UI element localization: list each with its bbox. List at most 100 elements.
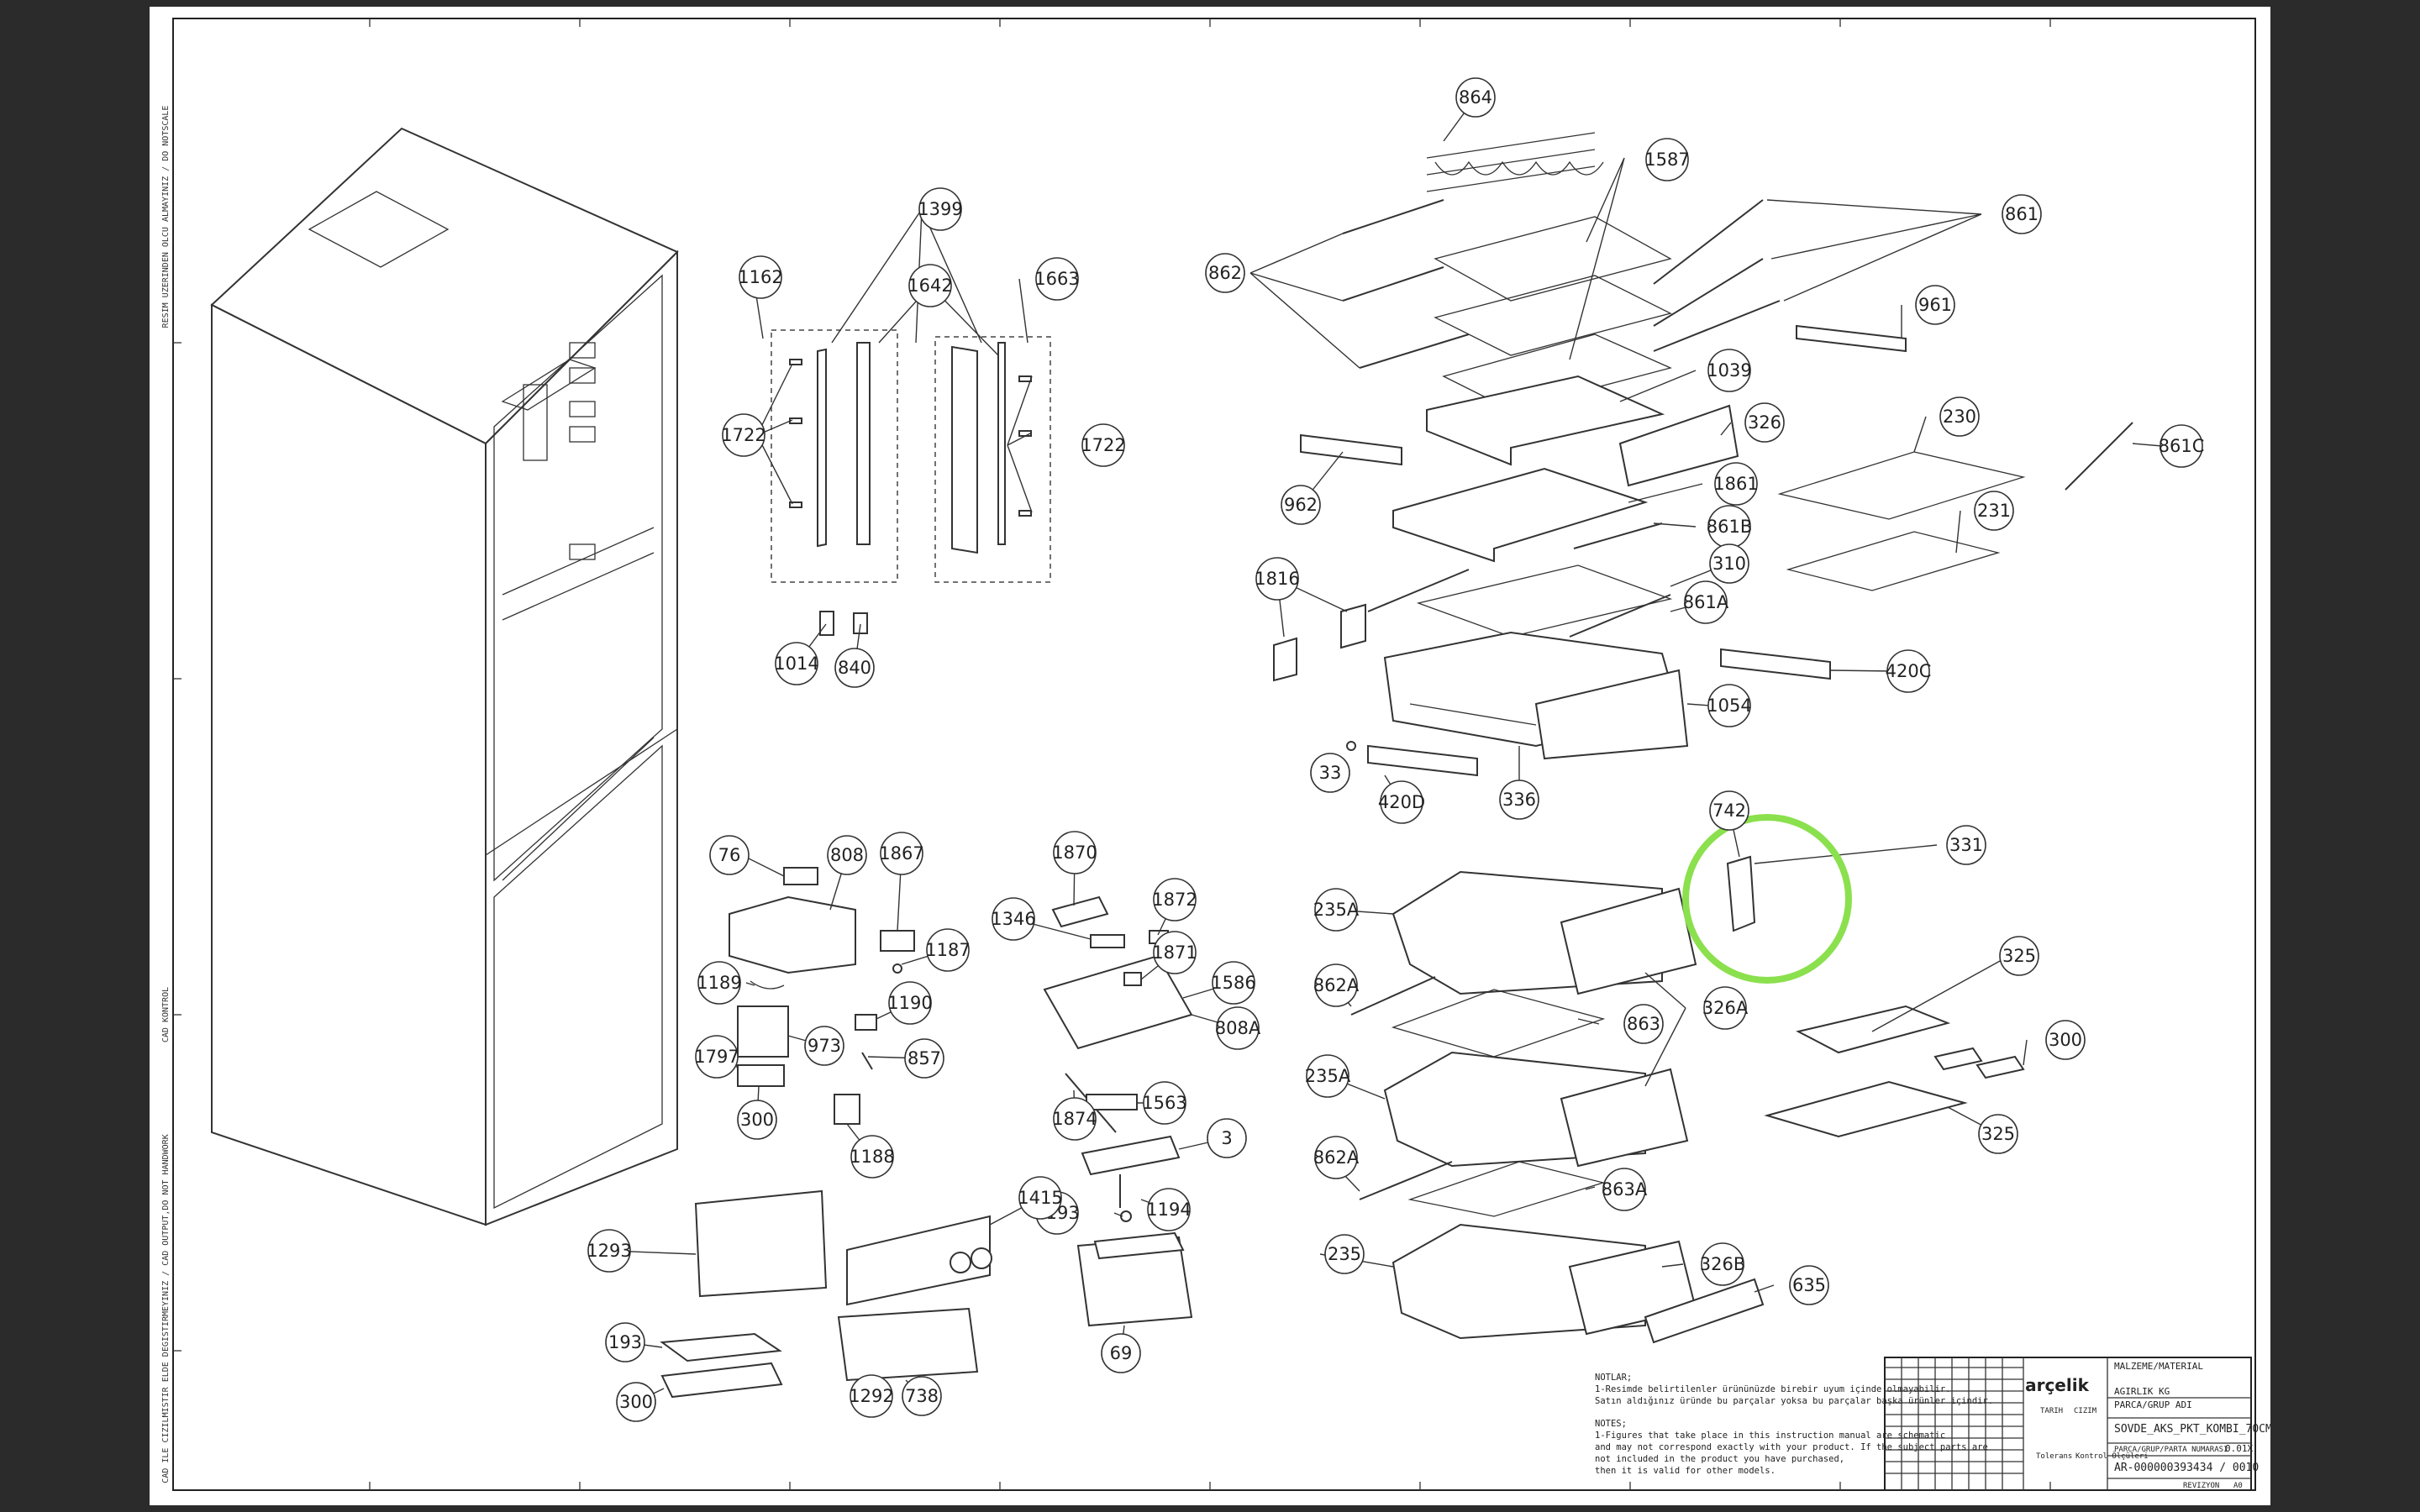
callout-circle bbox=[1216, 1006, 1260, 1050]
callout-label: 69 bbox=[1110, 1343, 1133, 1363]
callout-label: 742 bbox=[1712, 801, 1746, 821]
callout-label: 326 bbox=[1748, 412, 1781, 433]
callout-863: 863 bbox=[1623, 1004, 1664, 1044]
material-label: MALZEME/MATERIAL bbox=[2114, 1361, 2203, 1372]
callout-label: 420D bbox=[1378, 792, 1425, 812]
callout-label: 1874 bbox=[1052, 1109, 1097, 1129]
callout-circle bbox=[992, 897, 1035, 941]
callout-857: 857 bbox=[904, 1038, 944, 1079]
callout-962: 962 bbox=[1281, 485, 1321, 525]
group-label: PARCA/GRUP ADI bbox=[2114, 1399, 2192, 1410]
notes-en-1: 1-Figures that take place in this instru… bbox=[1595, 1431, 1945, 1441]
callout-1563: 1563 bbox=[1142, 1081, 1187, 1125]
margin-note-middle: CAD KONTROL bbox=[161, 987, 171, 1042]
callout-circle bbox=[1314, 1136, 1358, 1179]
callout-circle bbox=[1207, 1118, 1247, 1158]
callout-label: 1346 bbox=[991, 909, 1035, 929]
callout-label: 1187 bbox=[925, 940, 970, 960]
callout-1816: 1816 bbox=[1255, 557, 1300, 601]
callout-label: 1054 bbox=[1707, 696, 1751, 716]
callout-label: 863 bbox=[1627, 1014, 1660, 1034]
callout-circle bbox=[1886, 649, 1930, 693]
callout-label: 862A bbox=[1313, 1147, 1360, 1168]
callout-label: 808 bbox=[830, 845, 864, 865]
callout-label: 325 bbox=[2002, 946, 2036, 966]
callout-325: 325 bbox=[1978, 1114, 2018, 1154]
callout-label: 861C bbox=[2159, 436, 2205, 456]
callout-label: 1189 bbox=[697, 973, 741, 993]
callout-label: 1293 bbox=[587, 1241, 631, 1261]
notes-tr-2: Satın aldığınız üründe bu parçalar yoksa… bbox=[1595, 1396, 1993, 1406]
callout-1586: 1586 bbox=[1211, 961, 1256, 1005]
callout-label: 235A bbox=[1313, 900, 1360, 920]
callout-235: 235 bbox=[1324, 1234, 1365, 1274]
callout-circle bbox=[1602, 1168, 1646, 1211]
callout-circle bbox=[1053, 831, 1097, 874]
callout-label: 635 bbox=[1792, 1275, 1826, 1295]
callout-840: 840 bbox=[834, 648, 875, 688]
callout-862a: 862A bbox=[1313, 963, 1360, 1007]
callout-310: 310 bbox=[1709, 543, 1749, 584]
callout-label: 1415 bbox=[1018, 1188, 1062, 1208]
callout-1870: 1870 bbox=[1052, 831, 1097, 874]
callout-circle bbox=[1623, 1004, 1664, 1044]
callout-circle bbox=[834, 648, 875, 688]
callout-label: 862A bbox=[1313, 975, 1360, 995]
callout-circle bbox=[926, 928, 970, 972]
callout-circle bbox=[880, 832, 923, 875]
callout-label: 310 bbox=[1712, 554, 1746, 574]
callout-69: 69 bbox=[1101, 1333, 1141, 1373]
callout-label: 230 bbox=[1943, 407, 1976, 427]
callout-1861: 1861 bbox=[1713, 462, 1759, 506]
callout-1797: 1797 bbox=[694, 1035, 739, 1079]
callout-label: 1188 bbox=[850, 1147, 894, 1167]
callout-label: 1861 bbox=[1713, 474, 1758, 494]
callout-1871: 1871 bbox=[1152, 931, 1197, 974]
callout-808a: 808A bbox=[1215, 1006, 1261, 1050]
callout-circle bbox=[1212, 961, 1255, 1005]
callout-331: 331 bbox=[1946, 825, 1986, 865]
callout-circle bbox=[1081, 423, 1125, 467]
brand-logo: arçelik bbox=[2025, 1375, 2089, 1395]
callout-circle bbox=[739, 255, 782, 299]
callout-circle bbox=[1324, 1234, 1365, 1274]
callout-label: 420C bbox=[1886, 661, 1932, 681]
callout-circle bbox=[1143, 1081, 1186, 1125]
callout-label: 861B bbox=[1707, 517, 1753, 537]
callout-circle bbox=[605, 1322, 645, 1362]
callout-circle bbox=[1380, 780, 1423, 824]
callout-193: 193 bbox=[605, 1322, 645, 1362]
notes-en-4: then it is valid for other models. bbox=[1595, 1466, 1776, 1476]
callout-326a: 326A bbox=[1702, 986, 1749, 1030]
callout-label: 326A bbox=[1702, 998, 1749, 1018]
callout-label: 1871 bbox=[1152, 942, 1197, 963]
revision-label: REVIZYON bbox=[2183, 1482, 2219, 1490]
callout-label: 1162 bbox=[738, 267, 782, 287]
callout-circle bbox=[1946, 825, 1986, 865]
callout-label: 1586 bbox=[1211, 973, 1255, 993]
callout-circle bbox=[904, 1038, 944, 1079]
callout-1663: 1663 bbox=[1034, 257, 1080, 301]
callout-326b: 326B bbox=[1700, 1242, 1745, 1286]
callout-1039: 1039 bbox=[1707, 349, 1752, 392]
callout-861b: 861B bbox=[1707, 505, 1753, 549]
callout-label: 1797 bbox=[694, 1047, 739, 1067]
callout-326: 326 bbox=[1744, 402, 1785, 443]
callout-circle bbox=[695, 1035, 739, 1079]
callout-1415: 1415 bbox=[1018, 1176, 1063, 1220]
callout-420c: 420C bbox=[1886, 649, 1932, 693]
notes-title: NOTLAR; bbox=[1595, 1373, 1632, 1383]
callout-circle bbox=[709, 835, 750, 875]
exploded-parts-diagram: RESIM UZERINDEN OLCU ALMAYINIZ / DO NOTS… bbox=[161, 18, 2270, 1491]
callout-label: 1870 bbox=[1052, 843, 1097, 863]
callout-231: 231 bbox=[1974, 491, 2014, 531]
callout-circle bbox=[1709, 543, 1749, 584]
callout-circle bbox=[1974, 491, 2014, 531]
callout-circle bbox=[1701, 1242, 1744, 1286]
callout-1872: 1872 bbox=[1152, 878, 1197, 921]
callout-1293: 1293 bbox=[587, 1229, 632, 1273]
callout-336: 336 bbox=[1499, 780, 1539, 820]
callout-235a: 235A bbox=[1305, 1054, 1351, 1098]
callout-label: 300 bbox=[619, 1392, 653, 1412]
